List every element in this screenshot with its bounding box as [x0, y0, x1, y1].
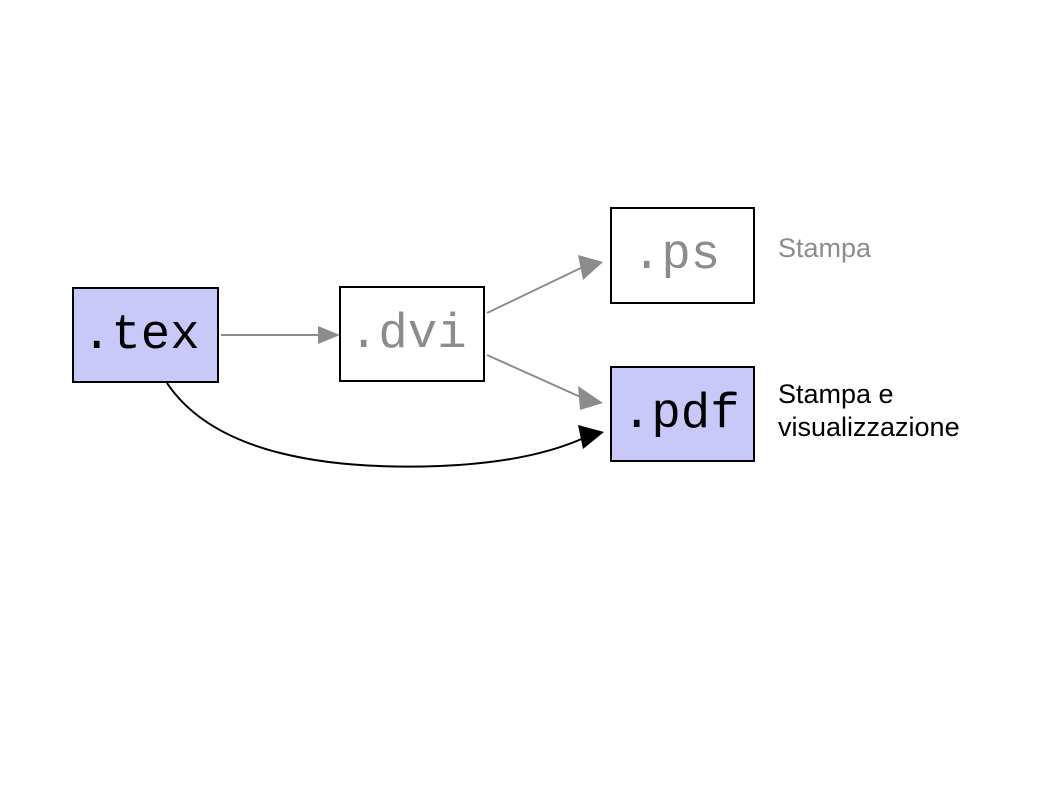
node-tex[interactable]: .tex — [72, 287, 219, 383]
edge-dvi-to-ps-arrowhead — [578, 255, 603, 280]
edge-dvi-to-ps-line — [486, 265, 586, 314]
edge-dvi-to-ps — [486, 255, 603, 314]
node-ps[interactable]: .ps — [610, 207, 755, 304]
edge-tex-to-pdf-curve — [166, 382, 587, 468]
edge-dvi-to-pdf-arrowhead — [578, 386, 603, 410]
edge-dvi-to-pdf — [486, 354, 603, 410]
edge-tex-to-dvi-arrowhead — [318, 326, 340, 344]
node-dvi-label: .dvi — [349, 305, 467, 362]
annotation-stampa-visualizzazione: Stampa e visualizzazione — [778, 379, 960, 442]
edge-tex-to-pdf — [166, 382, 604, 468]
node-pdf-label: .pdf — [622, 385, 740, 442]
node-ps-label: .ps — [632, 227, 721, 283]
node-tex-label: .tex — [82, 306, 200, 363]
edge-tex-to-pdf-arrowhead — [578, 425, 604, 449]
edge-dvi-to-pdf-line — [486, 354, 586, 400]
node-pdf[interactable]: .pdf — [610, 366, 755, 462]
annotation-stampa: Stampa — [778, 233, 872, 263]
edge-tex-to-dvi — [221, 326, 340, 344]
node-dvi[interactable]: .dvi — [339, 286, 485, 382]
